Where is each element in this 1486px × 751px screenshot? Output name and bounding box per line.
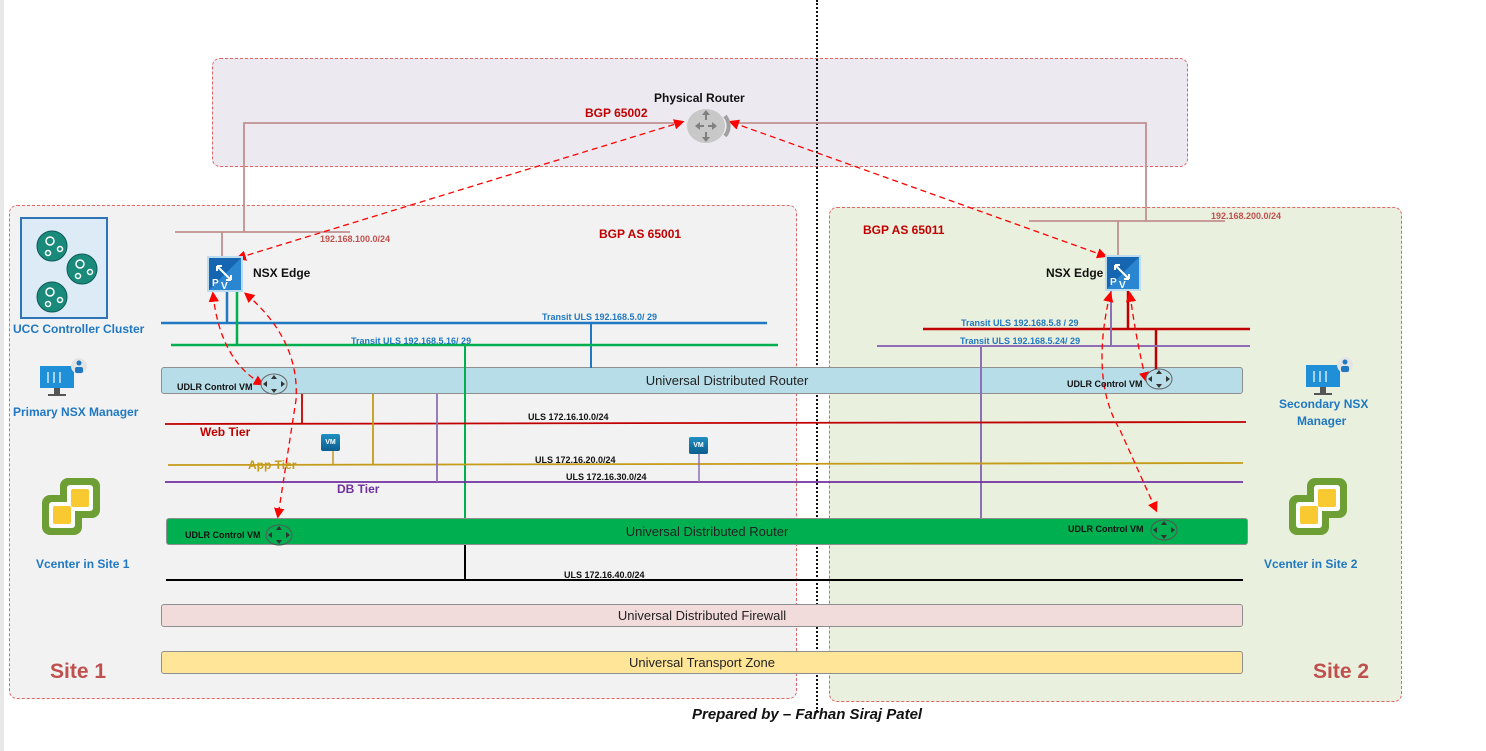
edge2-udlr-control-top <box>1125 291 1150 383</box>
physical-router-label: Physical Router <box>654 91 745 105</box>
primary-nsx-manager-label: Primary NSX Manager <box>13 405 139 419</box>
site1-nsx-edge-label: NSX Edge <box>253 266 311 280</box>
db-tier-label: DB Tier <box>337 482 380 496</box>
edge1-udlr-control-top <box>208 291 265 386</box>
app-tier-line <box>167 462 1244 466</box>
vm-icon-app-tier[interactable]: VM <box>321 434 340 451</box>
phys-uplink-site1 <box>243 122 681 232</box>
vcenter-site2-label: Vcenter in Site 2 <box>1264 557 1358 571</box>
web-tier-subnet: ULS 172.16.10.0/24 <box>528 412 609 422</box>
secondary-nsx-manager-label-line1: Secondary NSX <box>1279 397 1369 411</box>
site1-bgp-label: BGP AS 65001 <box>599 227 682 241</box>
udlr-control-vm-bottom-left-label: UDLR Control VM <box>185 530 261 540</box>
svg-text:V: V <box>1119 280 1126 291</box>
site1-uplink-subnet: 192.168.100.0/24 <box>320 234 391 244</box>
vm-icon-db-tier[interactable]: VM <box>689 437 708 454</box>
transit-uls-5-24-label: Transit ULS 192.168.5.24/ 29 <box>960 336 1081 346</box>
site2-uplink-subnet: 192.168.200.0/24 <box>1211 211 1282 221</box>
site2-nsx-edge-label: NSX Edge <box>1046 266 1104 280</box>
primary-nsx-manager-icon[interactable] <box>40 358 90 398</box>
vcenter-site1-label: Vcenter in Site 1 <box>36 557 130 571</box>
credit-label: Prepared by – Farhan Siraj Patel <box>692 706 923 723</box>
ucc-controller-cluster-label: UCC Controller Cluster <box>13 322 145 336</box>
svg-text:P: P <box>212 278 219 289</box>
edge2-udlr-control-bottom <box>1101 291 1158 513</box>
udlr-control-vm-bottom-left-icon[interactable] <box>265 524 293 546</box>
udr-top-label: Universal Distributed Router <box>645 373 809 388</box>
transit-uls-5-0-label: Transit ULS 192.168.5.0/ 29 <box>542 312 658 322</box>
uls-40-subnet: ULS 172.16.40.0/24 <box>564 570 645 580</box>
universal-distributed-firewall[interactable]: Universal Distributed Firewall <box>161 604 1243 627</box>
site-divider-line <box>816 0 818 712</box>
page-edge <box>0 0 4 751</box>
web-tier-label: Web Tier <box>200 425 251 439</box>
phys-uplink-site2 <box>731 122 1147 221</box>
udlr-control-vm-bottom-right-icon[interactable] <box>1150 519 1178 541</box>
firewall-label: Universal Distributed Firewall <box>617 608 787 623</box>
svg-text:V: V <box>221 281 228 292</box>
transit-uls-5-8-label: Transit ULS 192.168.5.8 / 29 <box>961 318 1079 328</box>
vcenter-site1-icon[interactable] <box>41 477 101 537</box>
app-tier-label: App Tier <box>248 458 297 472</box>
universal-distributed-router-top[interactable]: Universal Distributed Router <box>161 367 1243 394</box>
bgp-65002-label: BGP 65002 <box>585 106 648 120</box>
udlr-control-vm-top-left-label: UDLR Control VM <box>177 382 253 392</box>
web-tier-line <box>164 421 1247 425</box>
vcenter-site2-icon[interactable] <box>1288 477 1348 537</box>
bgp-peer-site1 <box>235 119 685 261</box>
udlr-control-vm-bottom-right-label: UDLR Control VM <box>1068 524 1144 534</box>
secondary-nsx-manager-icon[interactable] <box>1306 357 1356 397</box>
udr-bottom-label: Universal Distributed Router <box>625 524 789 539</box>
svg-text:P: P <box>1110 277 1117 288</box>
app-tier-subnet: ULS 172.16.20.0/24 <box>535 455 616 465</box>
transit-uls-5-16-label: Transit ULS 192.168.5.16/ 29 <box>351 336 472 346</box>
udlr-control-vm-top-right-label: UDLR Control VM <box>1067 379 1143 389</box>
physical-router-icon[interactable] <box>681 104 731 144</box>
secondary-nsx-manager-label-line2: Manager <box>1297 414 1347 428</box>
transport-zone-label: Universal Transport Zone <box>629 655 775 670</box>
db-tier-subnet: ULS 172.16.30.0/24 <box>566 472 647 482</box>
site1-label: Site 1 <box>50 660 107 683</box>
universal-transport-zone[interactable]: Universal Transport Zone <box>161 651 1243 674</box>
site2-label: Site 2 <box>1313 660 1370 683</box>
udlr-control-vm-top-left-icon[interactable] <box>260 373 288 395</box>
universal-distributed-router-bottom[interactable]: Universal Distributed Router <box>166 518 1248 545</box>
bgp-peer-site2 <box>728 119 1108 259</box>
site2-bgp-label: BGP AS 65011 <box>863 223 945 237</box>
udlr-control-vm-top-right-icon[interactable] <box>1145 368 1173 390</box>
ucc-controller-cluster-icon[interactable] <box>20 217 108 319</box>
